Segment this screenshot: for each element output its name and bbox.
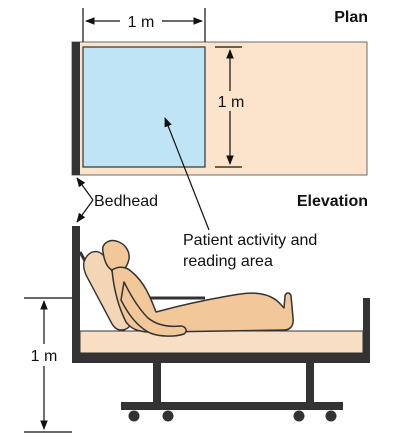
bed-base-rail (80, 353, 363, 363)
castor-wheel-right-2 (325, 410, 337, 422)
plan-width-label: 1 m (128, 14, 155, 31)
plan-activity-area (82, 46, 206, 168)
elevation-height-label-bg (26, 344, 62, 366)
castor-wheel-left-1 (128, 410, 140, 422)
elevation-view: 1 m (24, 226, 370, 433)
bedhead-leader-elevation (76, 199, 94, 223)
castor-base (121, 402, 343, 410)
plan-bedhead-wall (72, 42, 80, 175)
bedhead-post (72, 226, 80, 363)
castor-wheel-right-1 (293, 410, 305, 422)
elevation-height-label: 1 m (31, 348, 58, 365)
plan-depth-label-bg (214, 91, 248, 111)
plan-title: Plan (334, 9, 368, 26)
plan-depth-label: 1 m (218, 94, 245, 111)
activity-area-leader (164, 117, 210, 231)
castor-wheel-left-2 (162, 410, 174, 422)
plan-width-label-bg (120, 11, 162, 29)
bedhead-leader-plan (76, 177, 94, 201)
mattress (79, 330, 364, 354)
leg-left (153, 363, 161, 404)
activity-area-label-line2: reading area (183, 253, 273, 270)
plan-view: 1 m 1 m Plan (71, 8, 368, 176)
footboard-post (363, 298, 370, 363)
patient-figure (101, 239, 294, 337)
leg-right (306, 363, 314, 404)
bedhead-label: Bedhead (94, 193, 158, 210)
elevation-title: Elevation (297, 193, 368, 210)
activity-area-label-line1: Patient activity and (183, 232, 317, 249)
